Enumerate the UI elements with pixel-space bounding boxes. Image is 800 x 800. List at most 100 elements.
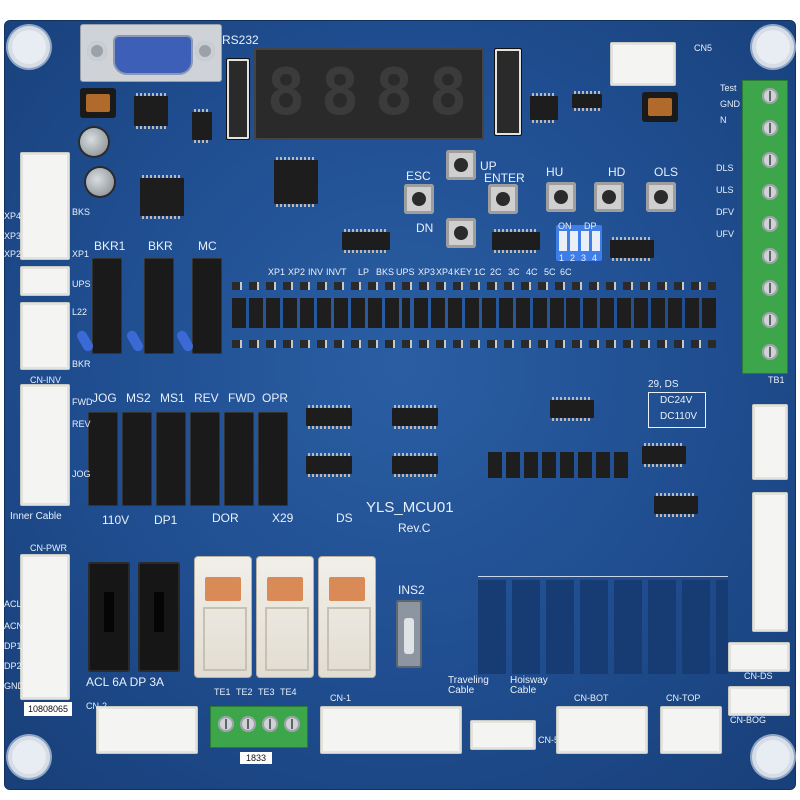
dip-on-label: ON [558,221,572,231]
input-label: INV [308,267,324,277]
relay-rev [190,412,220,506]
terminal-screw[interactable] [762,312,778,328]
serial-sticker: 10808065 [24,702,72,716]
hu-button-label: HU [546,165,564,179]
fuse-holder [138,562,180,672]
terminal-screw[interactable] [240,716,256,732]
relay-label: JOG [92,391,117,405]
voltage-option: DC110V [660,411,698,422]
hu-button[interactable] [546,182,576,212]
connector-left [20,302,70,370]
inductor [642,92,678,122]
test-label: Test [720,83,737,93]
connector-cn-pwr [20,554,70,700]
voltage-select-box [648,392,706,428]
relay-label: DS [336,511,353,525]
ic-chip [342,229,390,253]
input-label: 3C [508,267,520,277]
cn-top-label: CN-TOP [666,693,701,703]
relay-label: X29 [272,511,294,525]
up-button[interactable] [446,150,476,180]
input-label: XP2 [288,267,306,277]
terminal-screw[interactable] [762,152,778,168]
display-digit: 8 [374,56,414,130]
pin-label: UFV [716,229,734,239]
optocoupler-row [488,452,628,478]
pin-label: ACL [4,599,22,609]
ic-chip [492,229,540,253]
terminal-screw[interactable] [762,280,778,296]
terminal-screw[interactable] [762,344,778,360]
voltage-option: DC24V [660,395,693,406]
esc-button[interactable] [404,184,434,214]
input-label: UPS [396,267,415,277]
ic-chip [392,405,438,429]
input-label: KEY [454,267,473,277]
connector-top [226,58,250,140]
connector-cn-ds [728,642,790,672]
relay-label: MS1 [160,391,185,405]
pin-label: ACN [4,621,24,631]
hd-button[interactable] [594,182,624,212]
cn-inv-label: CN-INV [30,375,61,385]
mounting-hole [756,30,790,64]
input-label: XP3 [418,267,436,277]
relay-fwd [224,412,254,506]
pin-label: DP2 [4,661,22,671]
enter-button-label: ENTER [484,171,525,185]
cn5-label: CN5 [694,43,713,53]
pin-label: DLS [716,163,734,173]
relay-label: BKR [148,239,173,253]
connector-cn-top [660,706,722,754]
relay-label: DOR [212,511,239,525]
ols-button[interactable] [646,182,676,212]
cn2-label: CN-2 [86,701,108,711]
tb1-label: TB1 [768,375,785,385]
capacitor [86,168,114,196]
ins2-toggle-switch[interactable] [396,600,422,668]
ic-chip [306,405,352,429]
voltage-title: 29, DS [648,379,679,390]
te-label: TE3 [258,687,275,697]
relay-ms2 [122,412,152,506]
enter-button[interactable] [488,184,518,214]
down-button[interactable] [446,218,476,248]
te-label: TE2 [236,687,253,697]
terminal-screw[interactable] [284,716,300,732]
pin-label: JOG [72,469,91,479]
pin-label: XP1 [72,249,90,259]
rs232-label: RS232 [222,33,259,47]
connector-top [494,48,522,136]
dip-pos-label: 1 [559,253,565,263]
relay-label: REV [194,391,219,405]
terminal-screw[interactable] [262,716,278,732]
terminal-screw[interactable] [762,216,778,232]
cn-bog-label: CN-BOG [730,715,766,725]
cn1-label: CN-1 [330,693,352,703]
mounting-hole [12,740,46,774]
terminal-screw[interactable] [218,716,234,732]
input-label: 4C [526,267,538,277]
pin-label: UPS [72,279,91,289]
pin-label: BKR [72,359,91,369]
pin-label: XP2 [4,249,22,259]
ic-chip [392,453,438,477]
capacitor [80,128,108,156]
up-button-label: UP [480,159,497,173]
terminal-screw[interactable] [762,120,778,136]
connector-cn1 [752,492,788,632]
dip-switch[interactable] [556,225,602,261]
pin-label: XP3 [4,231,22,241]
input-label: XP4 [436,267,454,277]
terminal-screw[interactable] [762,248,778,264]
te-label: TE4 [280,687,297,697]
ic-chip [642,443,686,467]
relay-x29 [256,556,314,678]
pin-label: GND [720,99,740,109]
terminal-screw[interactable] [762,88,778,104]
terminal-screw[interactable] [762,184,778,200]
pin-label: ULS [716,185,734,195]
cn-bot-label: CN-BOT [574,693,609,703]
connector-cn-bog [728,686,790,716]
mounting-hole [12,30,46,64]
